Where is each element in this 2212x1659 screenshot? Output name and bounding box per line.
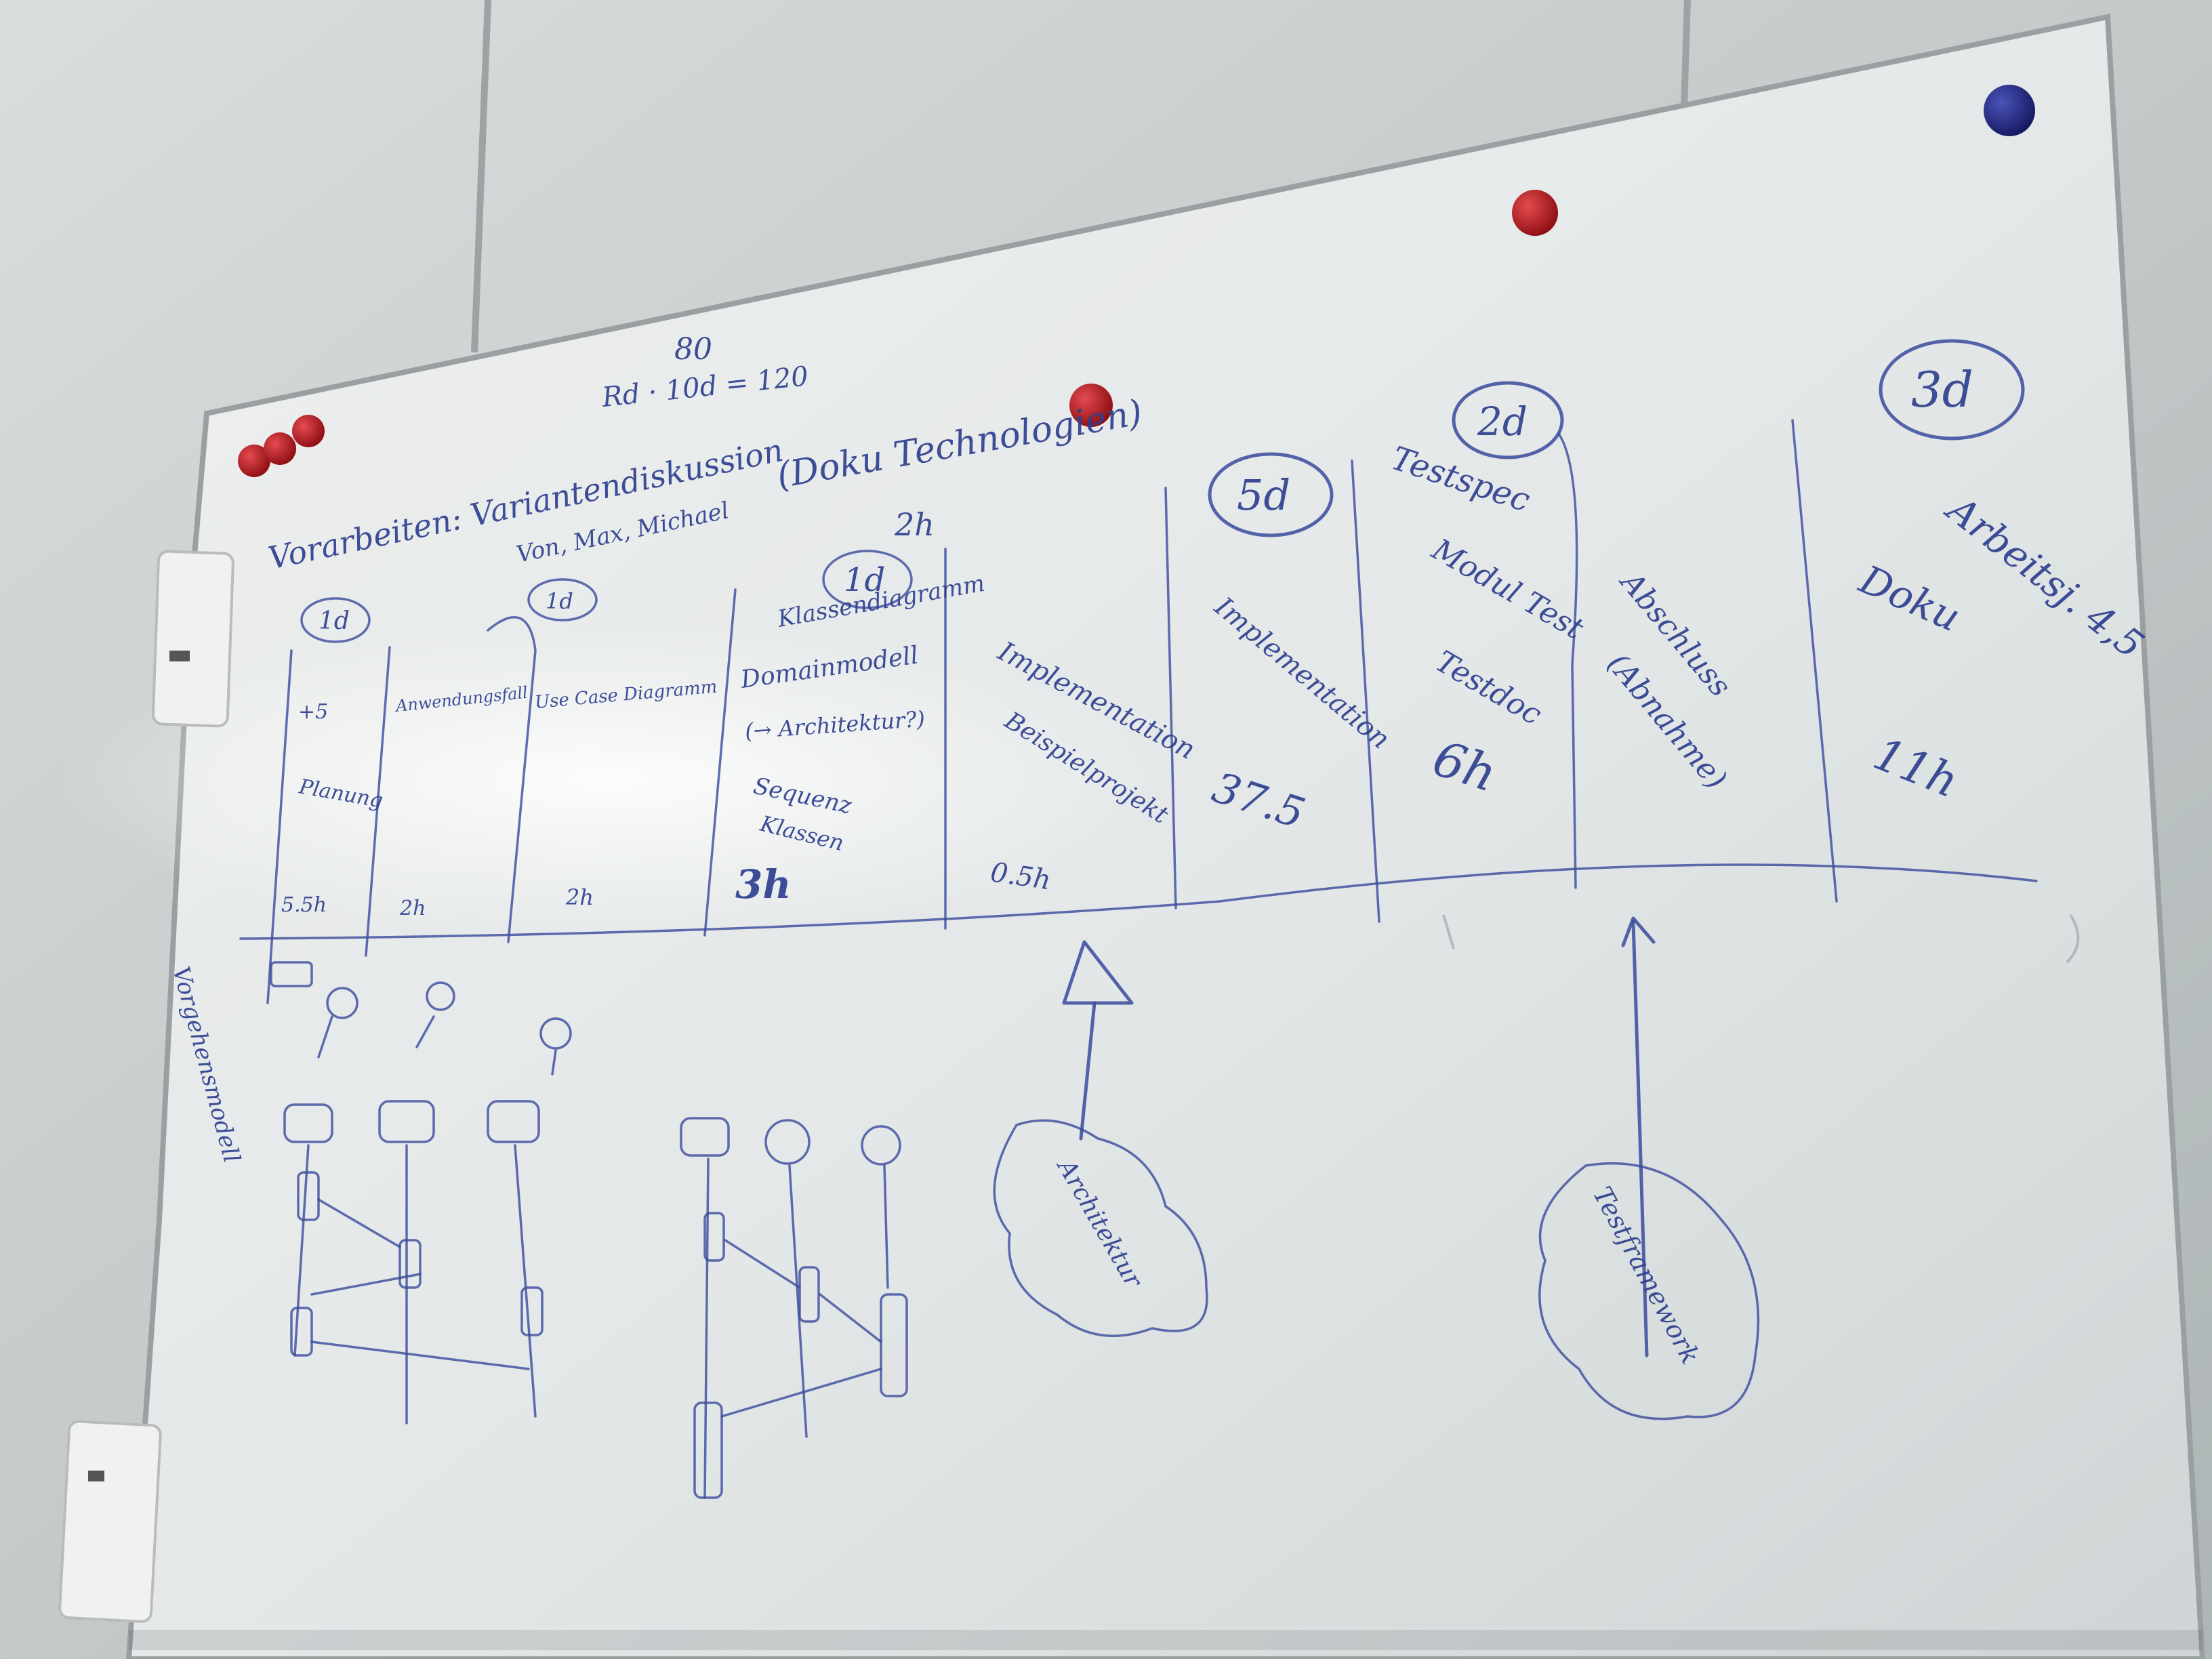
- eraser-icon[interactable]: [151, 550, 234, 728]
- svg-text:5.5h: 5.5h: [281, 893, 327, 917]
- magnet-red-icon[interactable]: [1069, 384, 1113, 427]
- magnet-red-icon[interactable]: [264, 432, 296, 465]
- svg-text:1d: 1d: [546, 588, 573, 614]
- day-badge: 5d: [1208, 452, 1334, 537]
- svg-text:1d: 1d: [319, 607, 350, 635]
- svg-text:5d: 5d: [1237, 470, 1290, 520]
- day-badge: 3d: [1879, 339, 2025, 441]
- wall-seam: [471, 0, 491, 353]
- magnet-red-icon[interactable]: [1512, 190, 1558, 236]
- magnet-red-icon[interactable]: [292, 415, 325, 447]
- day-badge: 2d: [1452, 381, 1564, 459]
- svg-text:3h: 3h: [735, 861, 792, 907]
- svg-text:2h: 2h: [399, 897, 426, 920]
- wall-seam: [1681, 0, 1691, 109]
- magnet-blue-icon[interactable]: [1984, 85, 2035, 136]
- tech-hours: 2h: [894, 506, 935, 543]
- svg-text:2h: 2h: [565, 884, 594, 910]
- top-number: 80: [674, 332, 712, 367]
- sketch-diagram-left: [270, 961, 572, 1425]
- svg-text:3d: 3d: [1911, 361, 1973, 418]
- day-badge: 1d: [300, 597, 371, 643]
- baseline-rule: [239, 863, 2038, 940]
- svg-text:1d: 1d: [844, 561, 885, 599]
- ghost-marks: [1442, 914, 2080, 964]
- svg-text:+5: +5: [298, 700, 328, 724]
- arrow-up-icon: [1621, 916, 1656, 1357]
- arrow-up-icon: [1062, 940, 1134, 1141]
- svg-text:2d: 2d: [1477, 398, 1528, 445]
- light-glare: [54, 623, 1166, 935]
- day-badge: 1d: [527, 578, 598, 621]
- day-badge: 1d: [822, 550, 913, 609]
- column-dividers: [266, 419, 1838, 1004]
- sketch-diagram-middle: [680, 1117, 908, 1499]
- magnet-red-icon[interactable]: [238, 445, 270, 477]
- eraser-icon[interactable]: [58, 1420, 162, 1623]
